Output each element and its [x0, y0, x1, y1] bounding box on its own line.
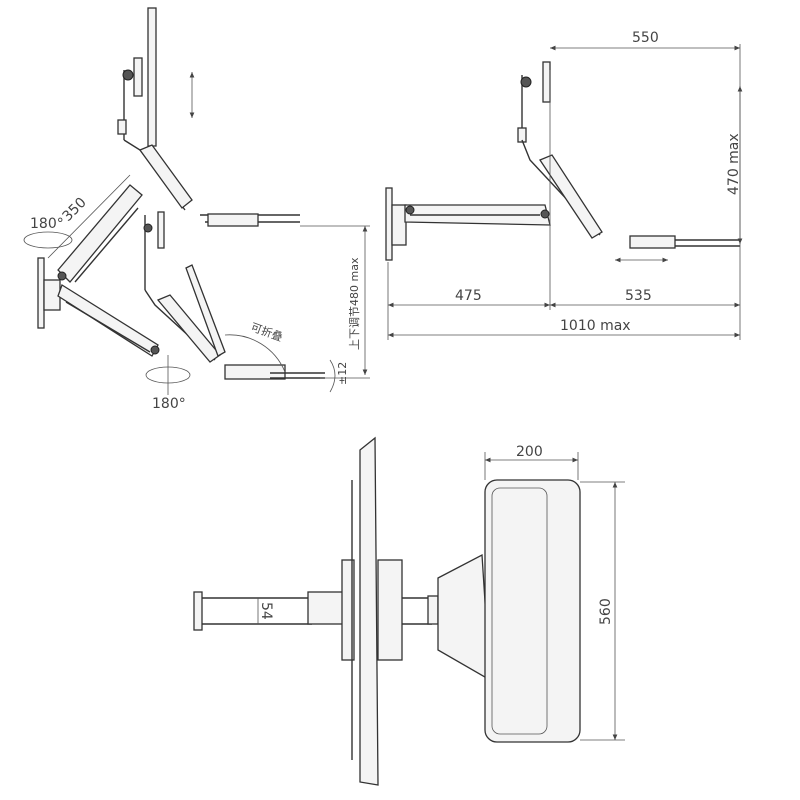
left-view-drawing [23, 7, 370, 395]
wall-plate [37, 257, 45, 329]
pivot-joint [405, 205, 415, 215]
monitor-mount [341, 559, 355, 661]
tray-mount [629, 235, 676, 249]
side-view-drawing [385, 44, 743, 340]
wall-plate [193, 591, 203, 631]
keyboard-tray-support [539, 154, 603, 239]
pole-clamp [517, 127, 527, 143]
height-adjust-label: 上下调节480 max [348, 257, 361, 350]
arm-length-dimension-line [47, 174, 131, 259]
dim-470-max: 470 max [726, 133, 742, 195]
top-view-drawing [193, 436, 625, 786]
tray-clamp [427, 595, 439, 625]
wall-bracket [43, 279, 61, 311]
arm-edge-line [74, 207, 139, 283]
pivot-joint [143, 223, 153, 233]
tray-mount [224, 364, 286, 380]
tilt-arc [329, 359, 336, 393]
pole-clamp [117, 119, 127, 135]
lower-arm [57, 284, 159, 357]
dim-535: 535 [625, 288, 652, 304]
keyboard-tray-bottom [270, 372, 325, 379]
monitor [542, 61, 551, 103]
keyboard-tray-inner [491, 487, 548, 735]
rotation-arrow-top [23, 231, 73, 249]
top-monitor [147, 7, 157, 147]
tilt-label: ±12 [336, 362, 349, 385]
rotation-bottom-label: 180° [152, 396, 186, 412]
dim-1010-max: 1010 max [560, 318, 631, 334]
monitor-top-view [359, 436, 379, 786]
folded-tray [185, 264, 226, 357]
tray-bracket [437, 553, 491, 682]
arm-edge-line [65, 301, 151, 353]
pivot-joint [122, 69, 134, 81]
tray-connector [402, 597, 432, 625]
fold-arc [224, 334, 286, 373]
keyboard-tray [484, 479, 581, 743]
rotation-top-label: 180° [30, 216, 64, 232]
arm-joint [307, 591, 344, 625]
wall-plate [385, 187, 393, 261]
tray-mount [207, 213, 259, 227]
monitor-back-bracket [377, 559, 403, 661]
dim-550: 550 [632, 30, 659, 46]
vesa-mount [133, 57, 143, 97]
arm-top-view [202, 597, 312, 625]
wall-bracket [391, 204, 407, 246]
pivot-joint [520, 76, 532, 88]
upper-arm-raised [57, 184, 143, 283]
dim-475: 475 [455, 288, 482, 304]
pivot-joint [150, 345, 160, 355]
dim-560: 560 [598, 598, 614, 625]
pivot-joint [540, 209, 550, 219]
keyboard-tray [675, 239, 740, 247]
lower-monitor [157, 211, 165, 249]
dim-54: 54 [258, 602, 274, 620]
pivot-joint [57, 271, 67, 281]
keyboard-tray-support-top [138, 144, 193, 209]
dim-200: 200 [516, 444, 543, 460]
